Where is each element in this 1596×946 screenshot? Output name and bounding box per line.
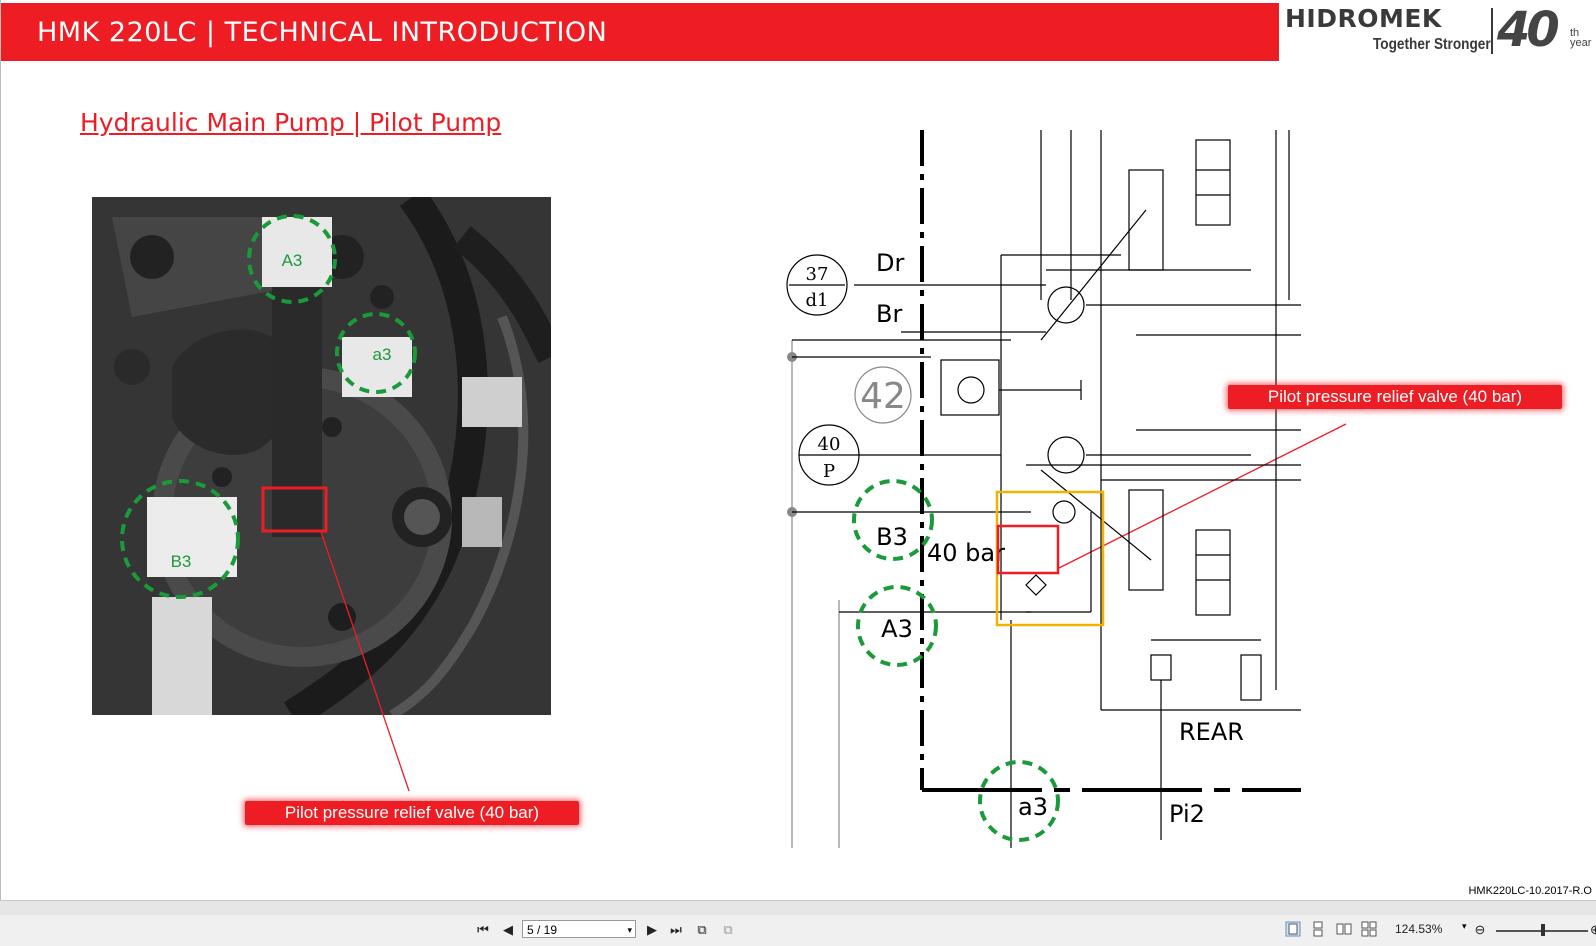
chevron-down-icon: ▾ xyxy=(627,925,632,935)
relief-valve-highlight-diagram xyxy=(996,524,1060,575)
last-page-icon[interactable]: ⏭ xyxy=(670,922,682,937)
photo-marker-label: a3 xyxy=(373,345,392,364)
leader-lines xyxy=(320,423,1347,792)
first-page-icon[interactable]: ⏮ xyxy=(477,922,489,937)
slide: HMK 220LC | TECHNICAL INTRODUCTION HIDRO… xyxy=(0,0,1596,900)
diagram-label-pi2: Pi2 xyxy=(1169,800,1205,828)
logo-suffix-year: year xyxy=(1570,37,1592,49)
zoom-slider-handle[interactable] xyxy=(1541,924,1545,936)
diagram-marker-a3-lower xyxy=(978,760,1060,842)
photo-marker-label: A3 xyxy=(282,251,303,270)
diagram-label-rear: REAR xyxy=(1179,718,1244,746)
single-page-view-icon[interactable] xyxy=(1285,921,1301,937)
logo-suffix-th: th xyxy=(1570,27,1580,39)
logo-separator xyxy=(1491,8,1493,54)
diagram-label-p: P xyxy=(823,461,835,482)
hydraulic-schematic: 37 d1 Dr Br 42 40 P B3 A3 40 bar REAR a3… xyxy=(786,130,1301,848)
photo-marker-label: B3 xyxy=(171,552,192,571)
relief-valve-label-diagram: Pilot pressure relief valve (40 bar) xyxy=(1228,385,1562,409)
continuous-view-icon[interactable] xyxy=(1310,921,1326,937)
zoom-out-icon[interactable]: ⊖ xyxy=(1474,922,1486,937)
facing-view-icon[interactable] xyxy=(1336,921,1352,937)
rotate-page-icon[interactable]: ⧉ xyxy=(697,922,707,937)
slide-subtitle: Hydraulic Main Pump | Pilot Pump xyxy=(80,108,502,137)
logo-brand-text: HIDROMEK xyxy=(1285,4,1442,33)
logo-tagline: Together Stronger xyxy=(1373,36,1491,53)
diagram-label-40: 40 xyxy=(818,434,841,455)
relief-valve-highlight-photo xyxy=(261,486,328,533)
page-indicator-text: 5 / 19 xyxy=(527,923,558,937)
next-page-icon[interactable]: ▶ xyxy=(647,922,657,937)
page-number-select[interactable]: 5 / 19 ▾ xyxy=(522,920,636,938)
logo-anniversary-number: 40 xyxy=(1497,2,1560,58)
zoom-in-icon[interactable]: ⊕ xyxy=(1590,922,1596,937)
pump-photo: A3 a3 B3 xyxy=(92,197,551,715)
continuous-facing-view-icon[interactable] xyxy=(1361,921,1377,937)
diagram-label-a3: A3 xyxy=(881,615,913,643)
diagram-label-40bar: 40 bar xyxy=(927,539,1005,567)
zoom-level: 124.53% xyxy=(1395,922,1443,936)
document-code: HMK220LC-10.2017-R.O xyxy=(1468,885,1592,897)
zoom-dropdown-icon[interactable]: ▾ xyxy=(1462,921,1467,931)
diagram-marker-a3 xyxy=(856,585,938,667)
diagram-label-dr: Dr xyxy=(876,249,904,277)
diagram-label-br: Br xyxy=(876,300,902,328)
diagram-label-d1: d1 xyxy=(806,290,829,311)
relief-valve-label-photo: Pilot pressure relief valve (40 bar) xyxy=(245,801,579,825)
diagram-label-a3-lower: a3 xyxy=(1018,793,1048,821)
slide-title: HMK 220LC | TECHNICAL INTRODUCTION xyxy=(37,17,608,48)
marker-b3-circle xyxy=(120,479,240,599)
leader-line-diagram xyxy=(1058,423,1347,569)
diagram-label-37: 37 xyxy=(806,264,829,285)
leader-line-photo xyxy=(320,531,410,792)
marker-a3-circle xyxy=(247,214,337,304)
slide-header: HMK 220LC | TECHNICAL INTRODUCTION xyxy=(1,3,1279,61)
diagram-label-42: 42 xyxy=(860,376,906,417)
diagram-label-b3: B3 xyxy=(876,523,908,551)
copy-page-icon[interactable]: ⧉ xyxy=(723,922,733,937)
diagram-marker-b3 xyxy=(852,479,934,561)
viewer-toolbar: ⏮ ◀ 5 / 19 ▾ ▶ ⏭ ⧉ ⧉ 124.53% ▾ ⊖ ⊕ xyxy=(0,900,1596,946)
toolbar-band xyxy=(0,901,1596,915)
previous-page-icon[interactable]: ◀ xyxy=(503,922,513,937)
marker-a3-lower-circle xyxy=(335,312,417,394)
